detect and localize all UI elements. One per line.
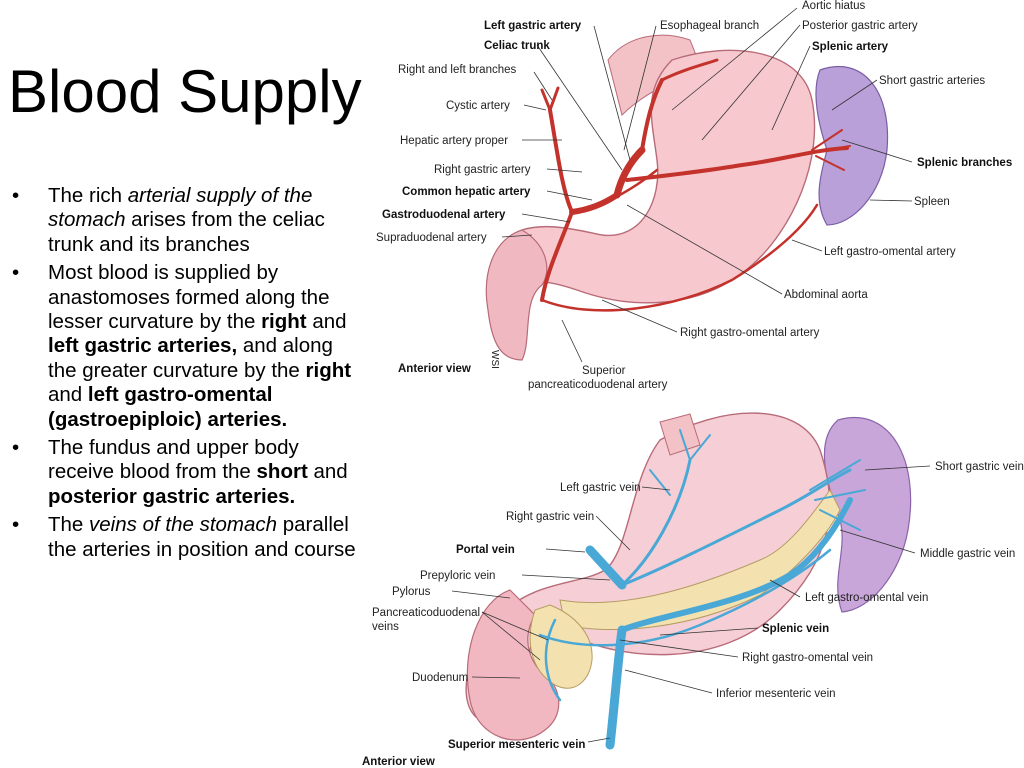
label-abdominal-aorta: Abdominal aorta (784, 289, 868, 301)
bullet-text-run: parallel the arteries in position and co… (48, 513, 356, 561)
label-duodenum: Duodenum (412, 672, 468, 684)
label-superior-pd-artery-1: Superior (582, 365, 626, 377)
label-left-gastric-artery: Left gastric artery (484, 20, 582, 32)
label-hepatic-artery-proper: Hepatic artery proper (400, 135, 508, 147)
bullet-text-run: arterial supply of the stomach (48, 184, 313, 232)
bullet-text-run: The (48, 513, 90, 537)
slide-title: Blood Supply (8, 58, 362, 125)
bullet-text-run: and (306, 310, 347, 334)
arteries-view-label: Anterior view (398, 363, 471, 375)
label-pancreaticoduodenal-veins-1: Pancreaticoduodenal (372, 607, 480, 619)
bullet-dot: • (12, 184, 20, 207)
label-pancreaticoduodenal-veins-2: veins (372, 621, 399, 633)
bullet-text-run: posterior gastric arteries. (48, 484, 296, 508)
bullet-text-run: and (48, 383, 88, 407)
bullet-item: • Most blood is supplied by anastomoses f… (10, 261, 364, 432)
label-celiac-trunk: Celiac trunk (484, 40, 550, 52)
bullet-text-run: and along the greater curvature by the (48, 334, 333, 382)
label-right-gastro-omental-vein: Right gastro-omental vein (742, 652, 873, 664)
arteries-figure: Aortic hiatus Left gastric artery Esopha… (372, 0, 1024, 396)
arteries-illustration: Aortic hiatus Left gastric artery Esopha… (372, 0, 1024, 396)
label-posterior-gastric-artery: Posterior gastric artery (802, 20, 918, 32)
label-supraduodenal-artery: Supraduodenal artery (376, 232, 487, 244)
label-left-gastro-omental-vein: Left gastro-omental vein (805, 592, 928, 604)
label-portal-vein: Portal vein (456, 544, 515, 556)
veins-figure: Short gastric vein Left gastric vein Rig… (360, 400, 1024, 768)
bullet-text-run: veins of the stomach (89, 513, 278, 537)
bullet-text-run: right (261, 310, 307, 334)
bullet-dot: • (12, 436, 20, 460)
label-spleen: Spleen (914, 196, 950, 208)
bullet-text-run: right (305, 358, 352, 382)
label-superior-mesenteric-vein: Superior mesenteric vein (448, 739, 585, 751)
bullet-item: • The veins of the stomach parallel the a… (10, 513, 364, 562)
label-short-gastric-vein: Short gastric vein (935, 461, 1024, 473)
label-splenic-branches: Splenic branches (917, 157, 1012, 169)
veins-view-label: Anterior view (362, 756, 435, 768)
vein-leader-lines (451, 465, 931, 743)
bullet-text-run: short (256, 460, 308, 484)
label-prepyloric-vein: Prepyloric vein (420, 570, 495, 582)
label-splenic-artery: Splenic artery (812, 41, 889, 53)
label-cystic-artery: Cystic artery (446, 100, 510, 112)
veins-labels: Short gastric vein Left gastric vein Rig… (362, 461, 1024, 768)
label-left-gastric-vein: Left gastric vein (560, 482, 641, 494)
bullet-text-run: arises from the celiac trunk and its bra… (48, 208, 325, 256)
bullet-text-run: left gastric arteries, (48, 334, 238, 358)
bullet-item: • The fundus and upper body receive blood… (10, 436, 364, 509)
artist-signature: WSI (489, 350, 500, 369)
bullet-text-run: Most blood is supplied by anastomoses fo… (48, 261, 330, 334)
label-short-gastric-arteries: Short gastric arteries (879, 75, 985, 87)
label-gastroduodenal-artery: Gastroduodenal artery (382, 209, 506, 221)
label-inferior-mesenteric-vein: Inferior mesenteric vein (716, 688, 836, 700)
label-right-gastric-artery: Right gastric artery (434, 164, 531, 176)
label-common-hepatic-artery: Common hepatic artery (402, 186, 531, 198)
label-middle-gastric-vein: Middle gastric vein (920, 548, 1015, 560)
artery-vessels (540, 58, 851, 312)
label-right-left-branches: Right and left branches (398, 64, 517, 76)
label-right-gastric-vein: Right gastric vein (506, 511, 594, 523)
bullet-text-run: left gastro-omental (gastroepiploic) art… (48, 383, 288, 431)
label-splenic-vein: Splenic vein (762, 623, 829, 635)
bullet-text-run: The rich (48, 184, 128, 207)
label-pylorus: Pylorus (392, 586, 431, 598)
label-right-gastro-omental-artery: Right gastro-omental artery (680, 327, 820, 339)
bullet-text-run: The fundus and upper body receive blood … (48, 436, 299, 484)
arteries-labels: Aortic hiatus Left gastric artery Esopha… (376, 0, 1012, 391)
bullet-list: • The rich arterial supply of the stomach… (10, 184, 364, 566)
veins-illustration: Short gastric vein Left gastric vein Rig… (360, 400, 1024, 768)
label-left-gastro-omental-artery: Left gastro-omental artery (824, 246, 956, 258)
label-aortic-hiatus: Aortic hiatus (802, 0, 866, 12)
label-superior-pd-artery-2: pancreaticoduodenal artery (528, 379, 668, 391)
bullet-dot: • (12, 261, 20, 285)
bullet-item: • The rich arterial supply of the stomach… (10, 184, 364, 257)
label-esophageal-branch: Esophageal branch (660, 20, 759, 32)
leader-lines (501, 7, 913, 363)
bullet-dot: • (12, 513, 20, 537)
bullet-text-run: and (307, 460, 348, 484)
